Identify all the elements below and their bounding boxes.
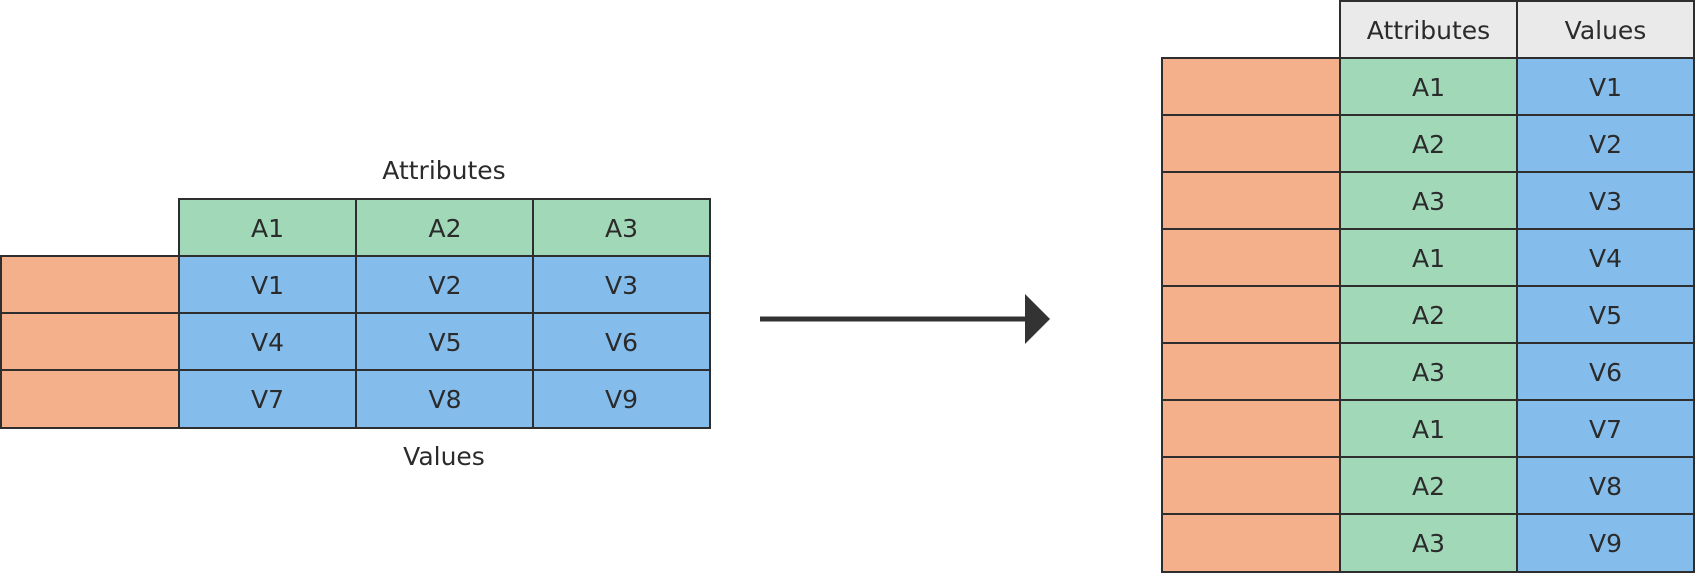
value-cell: V5 [355,312,535,372]
row-id-cell [1161,171,1341,231]
value-cell: V3 [1516,171,1695,231]
row-id-cell [1161,57,1341,117]
value-cell: V9 [1516,513,1695,573]
row-id-cell [1161,456,1341,516]
attribute-cell: A1 [1339,57,1518,117]
row-id-cell [1161,285,1341,345]
attribute-cell: A2 [1339,114,1518,174]
attribute-cell: A2 [1339,285,1518,345]
attributes-header-cell: Attributes [1339,0,1518,60]
attribute-cell: A3 [1339,342,1518,402]
value-cell: V8 [1516,456,1695,516]
attribute-cell: A1 [1339,228,1518,288]
attribute-cell: A1 [1339,399,1518,459]
row-id-cell [1161,228,1341,288]
value-cell: V4 [178,312,357,372]
attribute-cell: A3 [1339,171,1518,231]
value-cell: V5 [1516,285,1695,345]
value-cell: V1 [1516,57,1695,117]
attribute-cell: A3 [1339,513,1518,573]
row-id-cell [0,369,180,429]
values-header-cell: Values [1516,0,1695,60]
value-cell: V2 [355,255,535,315]
value-cell: V7 [1516,399,1695,459]
values-label: Values [403,442,485,471]
value-cell: V3 [532,255,711,315]
value-cell: V7 [178,369,357,429]
attribute-cell: A2 [1339,456,1518,516]
attribute-header-cell: A1 [178,198,357,258]
row-id-cell [1161,513,1341,573]
attribute-header-cell: A3 [532,198,711,258]
transform-arrow-icon [760,294,1050,344]
attribute-header-cell: A2 [355,198,535,258]
row-id-cell [1161,342,1341,402]
value-cell: V6 [532,312,711,372]
row-id-cell [1161,114,1341,174]
value-cell: V4 [1516,228,1695,288]
row-id-cell [0,312,180,372]
value-cell: V9 [532,369,711,429]
value-cell: V1 [178,255,357,315]
attributes-label: Attributes [382,156,506,185]
row-id-cell [0,255,180,315]
value-cell: V6 [1516,342,1695,402]
value-cell: V8 [355,369,535,429]
value-cell: V2 [1516,114,1695,174]
row-id-cell [1161,399,1341,459]
